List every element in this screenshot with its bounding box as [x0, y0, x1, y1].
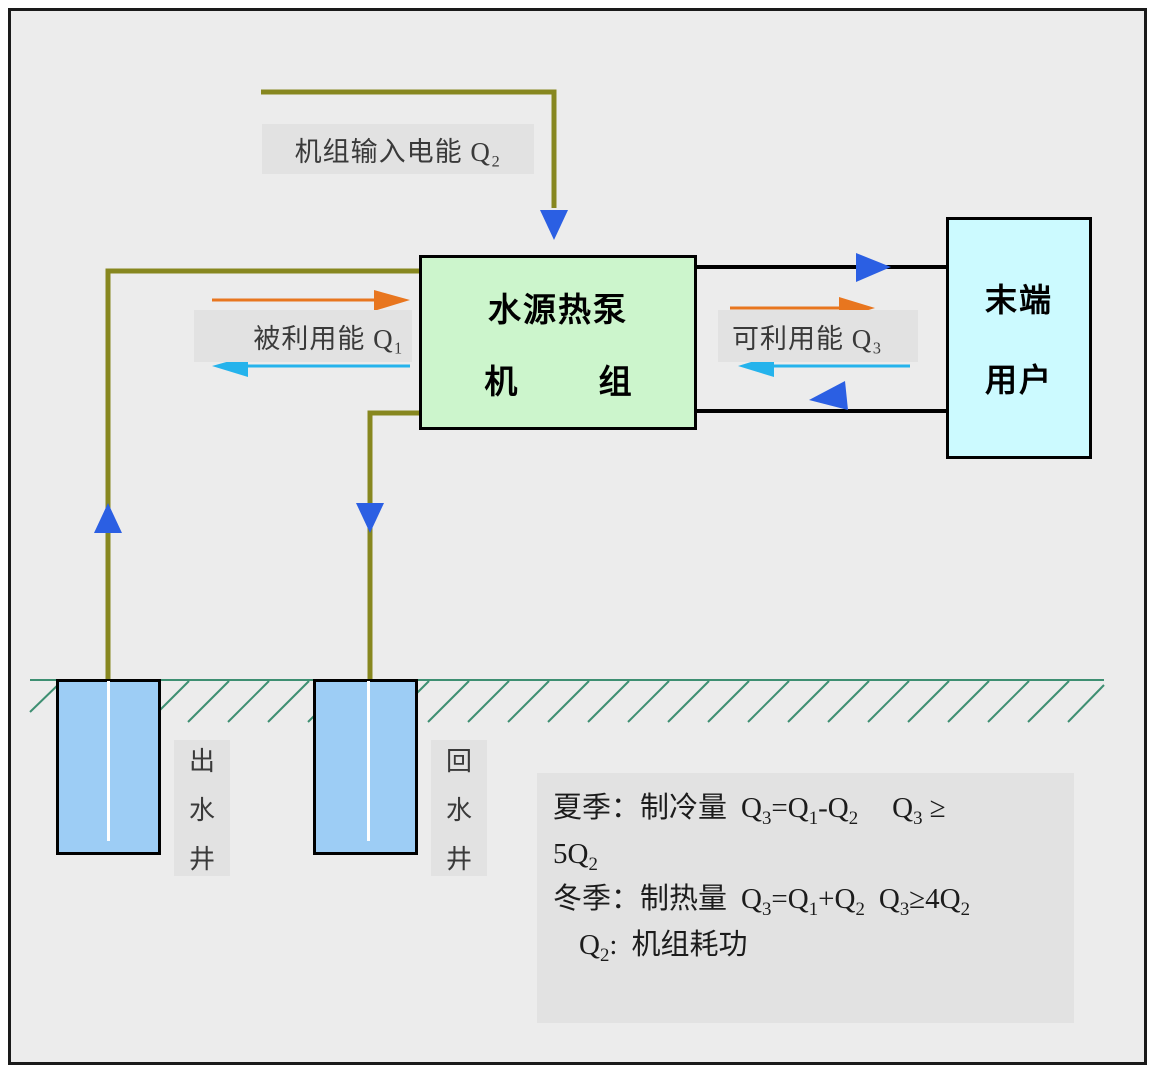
outlet-well-label-char1: 出	[188, 746, 215, 776]
available-energy-q3-label: 可利用能 Q₃	[718, 310, 918, 362]
heat-pump-unit-box[interactable]: 水源热泵 机 组	[419, 255, 697, 430]
return-well-label-char3: 井	[445, 844, 472, 874]
heat-pump-label-line1: 水源热泵	[488, 290, 628, 328]
input-energy-label: 机组输入电能 Q₂	[262, 124, 534, 174]
formula-q2-text: 机组耗功	[631, 929, 748, 962]
formula-winter-prefix: 冬季：制热量	[553, 883, 728, 916]
formula-line-summer: 夏季：制冷量 Q3=Q1-Q2 Q3 ≥	[553, 787, 1064, 833]
outlet-well-label-char2: 水	[188, 795, 215, 825]
terminal-user-box[interactable]: 末端 用户	[946, 217, 1092, 459]
return-well-shape[interactable]	[313, 679, 418, 855]
formula-winter-equation: Q3=Q1+Q2	[741, 883, 865, 921]
formula-summer-equation: Q3=Q1-Q2	[741, 792, 859, 829]
return-well-label-char1: 回	[445, 746, 472, 776]
formula-summer-condition-tail: 5Q2	[553, 837, 598, 875]
outlet-well-inner-pipe	[107, 681, 110, 841]
used-energy-q1-label: 被利用能 Q₁	[194, 310, 412, 362]
formula-line-summer-cont: 5Q2	[553, 833, 1064, 879]
heat-pump-label-line2: 机 组	[484, 362, 668, 400]
outlet-well-label-char3: 井	[188, 844, 215, 874]
outlet-well-label: 出 水 井	[174, 740, 230, 876]
formula-panel: 夏季：制冷量 Q3=Q1-Q2 Q3 ≥ 5Q2 冬季：制热量 Q3=Q1+Q2 Q3≥…	[537, 773, 1074, 1023]
terminal-user-label-line2: 用户	[984, 362, 1053, 398]
return-well-label-char2: 水	[445, 795, 472, 825]
formula-line-q2-definition: Q2: 机组耗功	[553, 924, 1064, 970]
formula-winter-condition: Q3≥4Q2	[878, 883, 971, 921]
formula-line-winter: 冬季：制热量 Q3=Q1+Q2 Q3≥4Q2	[553, 878, 1064, 924]
formula-summer-prefix: 夏季：制冷量	[553, 792, 728, 824]
terminal-user-label-line1: 末端	[984, 282, 1053, 318]
return-well-inner-pipe	[367, 681, 370, 841]
formula-q2-symbol: Q2:	[579, 929, 618, 966]
formula-summer-condition-head: Q3 ≥	[892, 792, 946, 829]
return-well-label: 回 水 井	[431, 740, 487, 876]
